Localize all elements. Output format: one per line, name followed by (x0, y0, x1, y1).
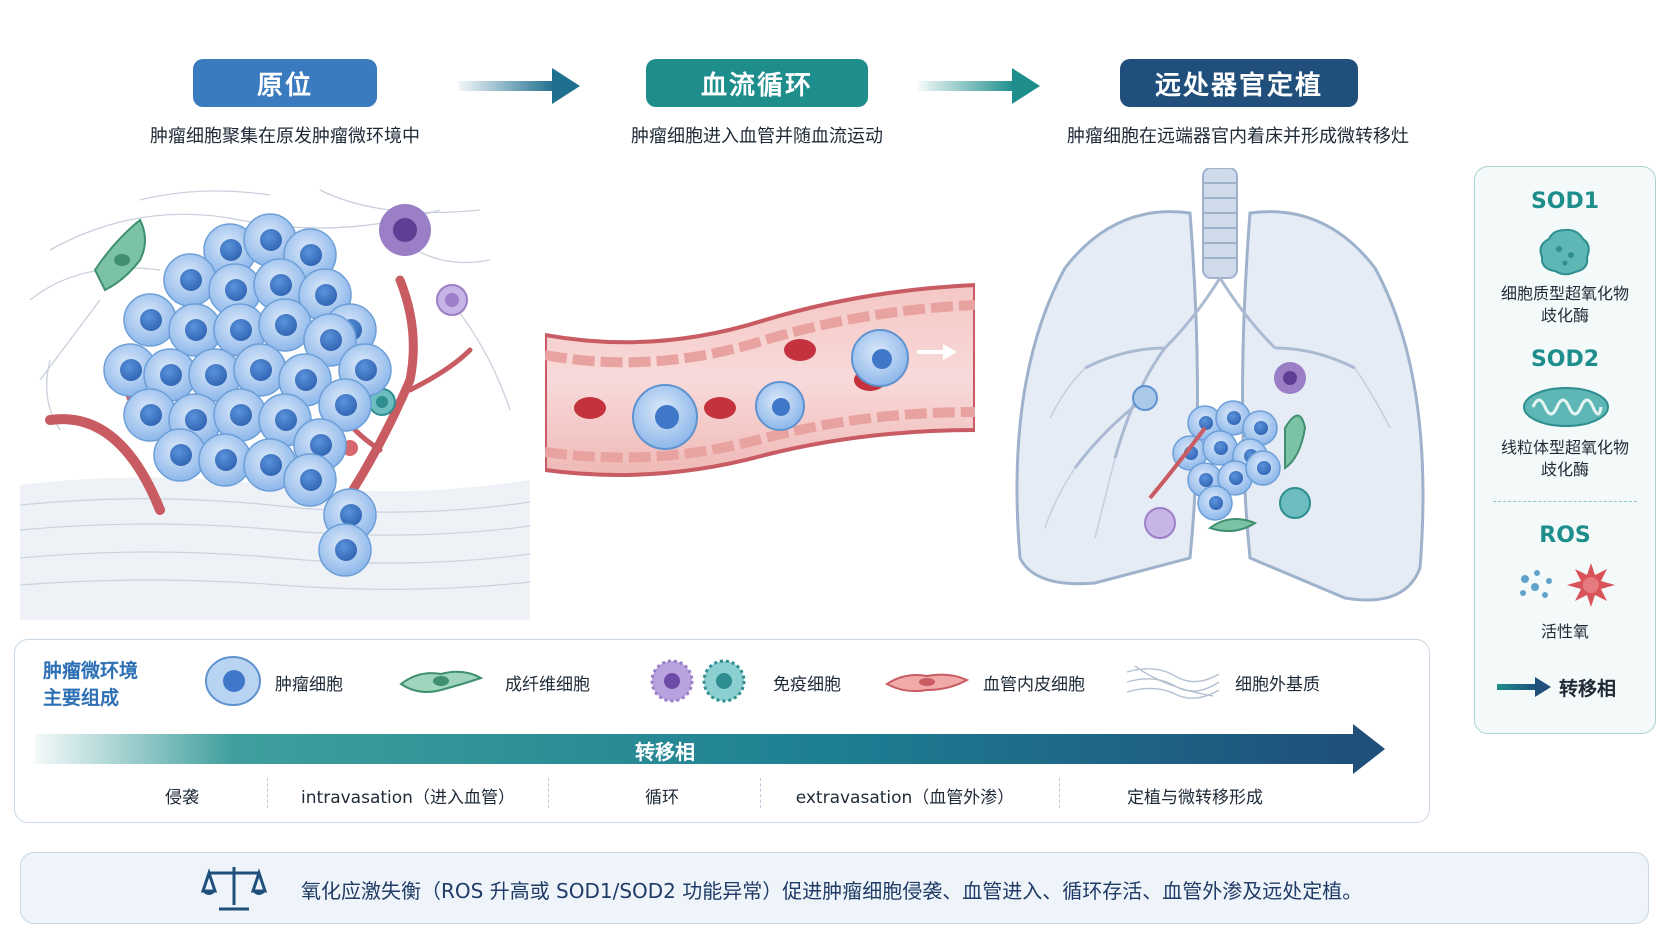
legend-title-line2: 主要组成 (43, 687, 120, 709)
stage-desc-circulation: 肿瘤细胞进入血管并随血流运动 (631, 126, 883, 147)
immune-cell-icon (650, 659, 746, 703)
side-panel: SOD1 细胞质型超氧化物 歧化酶 SOD2 线粒体型超氧化物 歧化酶 ROS … (1474, 166, 1656, 734)
tumor-cell-nucleus (300, 469, 322, 491)
balance-scale-icon (201, 867, 267, 911)
tumor-cell-nucleus (260, 454, 282, 476)
sod2-icon (1523, 387, 1609, 427)
tumor-cell-nucleus (170, 444, 192, 466)
tumor-cell-nucleus (1229, 471, 1243, 485)
tumor-cell-nucleus (185, 319, 207, 341)
phase-separator (267, 778, 268, 808)
legend-panel: 肿瘤微环境 主要组成 肿瘤细胞 成纤维细胞 免疫细胞 血管内皮细胞 细胞外基质 (14, 639, 1430, 823)
tumor-cell-nucleus (1214, 441, 1228, 455)
immune-cell-purple-spiky (379, 204, 431, 256)
tumor-cell-nucleus (275, 409, 297, 431)
stage-arrow-2 (918, 68, 1040, 104)
tumor-cell-nucleus (140, 309, 162, 331)
phase-label-intravasation: intravasation（进入血管） (301, 788, 515, 808)
phase-label-invasion: 侵袭 (165, 788, 199, 808)
tumor-cell-nucleus (140, 404, 162, 426)
tumor-cell-nucleus (1254, 421, 1268, 435)
legend-label-immune-cell: 免疫细胞 (773, 675, 841, 695)
tumor-cell-nucleus (355, 359, 377, 381)
legend-label-tumor-cell: 肿瘤细胞 (275, 675, 343, 695)
tumor-cell-nucleus (315, 284, 337, 306)
ros-title: ROS (1539, 523, 1591, 548)
tumor-cell-nucleus (340, 504, 362, 526)
legend-title-line1: 肿瘤微环境 (43, 660, 139, 682)
ros-desc: 活性氧 (1540, 622, 1589, 641)
phase-separator (1059, 778, 1060, 808)
side-divider (1493, 501, 1637, 502)
stage-desc-in-situ: 肿瘤细胞聚集在原发肿瘤微环境中 (150, 126, 420, 147)
phase-label-colonization: 定植与微转移形成 (1127, 788, 1263, 808)
stage-title-in-situ: 原位 (193, 59, 377, 107)
lung-illustration (1015, 168, 1425, 602)
sod2-desc: 线粒体型超氧化物 歧化酶 (1475, 437, 1655, 481)
tumor-cell-nucleus (335, 394, 357, 416)
phase-separator (548, 778, 549, 808)
phase-bar-label: 转移相 (635, 740, 695, 764)
sod1-title: SOD1 (1530, 189, 1600, 214)
tumor-cell-nucleus (120, 359, 142, 381)
stage-title-colonization: 远处器官定植 (1120, 59, 1358, 107)
side-arrow-label: 转移相 (1559, 678, 1617, 700)
bloodstream-illustration (545, 282, 975, 477)
tumor-cell-nucleus (260, 229, 282, 251)
tumor-cell-nucleus (225, 279, 247, 301)
tumor-cell-nucleus (1257, 461, 1271, 475)
phase-arrow-icon (1497, 677, 1551, 697)
endothelial-cell-icon (885, 673, 969, 693)
tumor-cell-nucleus (160, 364, 182, 386)
tumor-cell-nucleus (185, 409, 207, 431)
tumor-cell-nucleus (1227, 411, 1241, 425)
sod2-desc-line1: 线粒体型超氧化物 (1500, 438, 1629, 457)
fibroblast-icon (399, 670, 483, 693)
tumor-cell-nucleus (230, 319, 252, 341)
tumor-cell-nucleus (205, 364, 227, 386)
phase-label-circulation: 循环 (645, 788, 679, 808)
tumor-cell-icon (205, 656, 261, 706)
sod1-desc-line1: 细胞质型超氧化物 (1500, 284, 1629, 303)
tumor-cell-nucleus (270, 274, 292, 296)
footer-text: 氧化应激失衡（ROS 升高或 SOD1/SOD2 功能异常）促进肿瘤细胞侵袭、血… (301, 879, 1363, 903)
phase-separator (760, 778, 761, 808)
tumor-cell-nucleus (1199, 416, 1213, 430)
primary-tumor-illustration (20, 189, 530, 620)
legend-label-extracellular-matrix: 细胞外基质 (1235, 675, 1320, 695)
legend-label-fibroblast: 成纤维细胞 (505, 675, 590, 695)
sod2-title: SOD2 (1530, 347, 1600, 372)
tumor-cell-nucleus (1209, 496, 1223, 510)
tumor-cell-nucleus (275, 314, 297, 336)
stage-title-circulation: 血流循环 (646, 59, 868, 107)
phase-arrow-bar (35, 724, 1385, 774)
tumor-cell-nucleus (310, 434, 332, 456)
tumor-cell-nucleus (300, 244, 322, 266)
legend-label-endothelial-cell: 血管内皮细胞 (983, 675, 1085, 695)
tumor-cell-nucleus (230, 404, 252, 426)
stage-arrow-1 (458, 68, 580, 104)
sod1-icon (1539, 228, 1590, 276)
stage-desc-colonization: 肿瘤细胞在远端器官内着床并形成微转移灶 (1067, 126, 1409, 147)
tumor-cell-nucleus (180, 269, 202, 291)
sod1-desc: 细胞质型超氧化物 歧化酶 (1475, 283, 1655, 327)
tumor-cell-nucleus (220, 239, 242, 261)
tumor-cell-nucleus (1199, 473, 1213, 487)
tumor-cell-nucleus (320, 329, 342, 351)
ros-icon (1520, 563, 1615, 607)
tumor-cell-nucleus (335, 539, 357, 561)
sod1-desc-line2: 歧化酶 (1540, 306, 1589, 325)
tumor-cell-nucleus (295, 369, 317, 391)
extracellular-matrix-icon (1126, 665, 1220, 699)
tumor-cell-nucleus (215, 449, 237, 471)
legend-title: 肿瘤微环境 主要组成 (43, 658, 138, 712)
sod2-desc-line2: 歧化酶 (1540, 460, 1589, 479)
phase-label-extravasation: extravasation（血管外渗） (795, 788, 1015, 808)
footer-banner: 氧化应激失衡（ROS 升高或 SOD1/SOD2 功能异常）促进肿瘤细胞侵袭、血… (20, 852, 1649, 924)
tumor-cell-nucleus (250, 359, 272, 381)
